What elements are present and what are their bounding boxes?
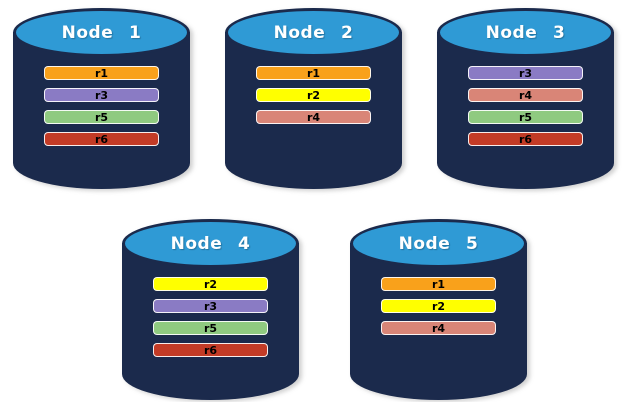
node-title: Node 5: [398, 233, 479, 254]
replica-bar-r3: r3: [153, 299, 268, 313]
replica-list: r1 r2 r4: [381, 277, 496, 343]
database-node-3: Node 3 r3 r4 r5 r6: [437, 8, 614, 189]
node-title: Node 2: [273, 22, 354, 43]
cylinder-top: Node 2: [225, 8, 402, 57]
replica-bar-r5: r5: [44, 110, 159, 124]
database-node-5: Node 5 r1 r2 r4: [350, 219, 527, 400]
replica-bar-r4: r4: [381, 321, 496, 335]
replica-bar-r5: r5: [468, 110, 583, 124]
replica-bar-r6: r6: [468, 132, 583, 146]
replica-bar-r4: r4: [468, 88, 583, 102]
node-title: Node 4: [170, 233, 251, 254]
replica-bar-r2: r2: [256, 88, 371, 102]
node-title: Node 3: [485, 22, 566, 43]
replica-bar-r3: r3: [44, 88, 159, 102]
replica-bar-r4: r4: [256, 110, 371, 124]
database-node-4: Node 4 r2 r3 r5 r6: [122, 219, 299, 400]
replica-bar-r2: r2: [153, 277, 268, 291]
cylinder-top: Node 1: [13, 8, 190, 57]
cylinder-top: Node 3: [437, 8, 614, 57]
cylinder-top: Node 5: [350, 219, 527, 268]
replica-bar-r6: r6: [153, 343, 268, 357]
replica-list: r1 r3 r5 r6: [44, 66, 159, 154]
replica-list: r1 r2 r4: [256, 66, 371, 132]
replica-list: r2 r3 r5 r6: [153, 277, 268, 365]
node-title: Node 1: [61, 22, 142, 43]
replica-bar-r6: r6: [44, 132, 159, 146]
replica-bar-r2: r2: [381, 299, 496, 313]
replica-list: r3 r4 r5 r6: [468, 66, 583, 154]
replica-bar-r1: r1: [381, 277, 496, 291]
replica-bar-r1: r1: [44, 66, 159, 80]
replica-bar-r3: r3: [468, 66, 583, 80]
database-node-1: Node 1 r1 r3 r5 r6: [13, 8, 190, 189]
cylinder-top: Node 4: [122, 219, 299, 268]
replica-bar-r5: r5: [153, 321, 268, 335]
database-node-2: Node 2 r1 r2 r4: [225, 8, 402, 189]
replica-bar-r1: r1: [256, 66, 371, 80]
